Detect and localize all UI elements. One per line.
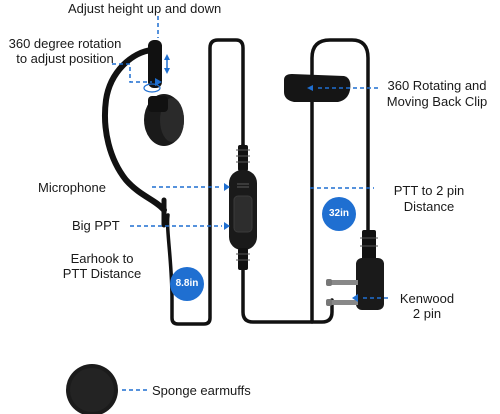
label-rotation-line2: to adjust position: [16, 51, 114, 66]
label-kenwood-line1: Kenwood: [399, 291, 455, 306]
badge-ptt-length: 32in: [322, 197, 356, 231]
label-ptt-distance-line1: PTT to 2 pin: [393, 183, 465, 198]
label-big-ppt: Big PPT: [72, 218, 120, 233]
leader-lines: [112, 16, 388, 391]
arrows: [155, 54, 358, 302]
strain-relief-top: [236, 145, 250, 171]
strain-relief-bottom: [236, 248, 250, 270]
label-earhook-line1: Earhook to: [70, 251, 134, 266]
earbud: [144, 94, 184, 146]
label-adjust-height: Adjust height up and down: [68, 1, 222, 16]
label-kenwood-line2: 2 pin: [412, 306, 442, 321]
badge-earhook-length: 8.8in: [170, 267, 204, 301]
label-microphone: Microphone: [38, 180, 106, 195]
back-clip: [284, 74, 351, 102]
label-ptt-distance-line2: Distance: [403, 199, 455, 214]
label-earhook-line2: PTT Distance: [62, 266, 142, 281]
rotation-arrow: [143, 83, 161, 93]
label-clip-line2: Moving Back Clip: [386, 94, 488, 109]
kenwood-connector: [326, 230, 384, 310]
ptt-unit: [229, 170, 257, 250]
label-rotation-line1: 360 degree rotation: [8, 36, 122, 51]
label-clip-line1: 360 Rotating and: [387, 78, 487, 93]
earhook: [102, 40, 167, 213]
label-sponge-earmuffs: Sponge earmuffs: [152, 383, 251, 398]
sponge-earmuff: [66, 364, 118, 414]
